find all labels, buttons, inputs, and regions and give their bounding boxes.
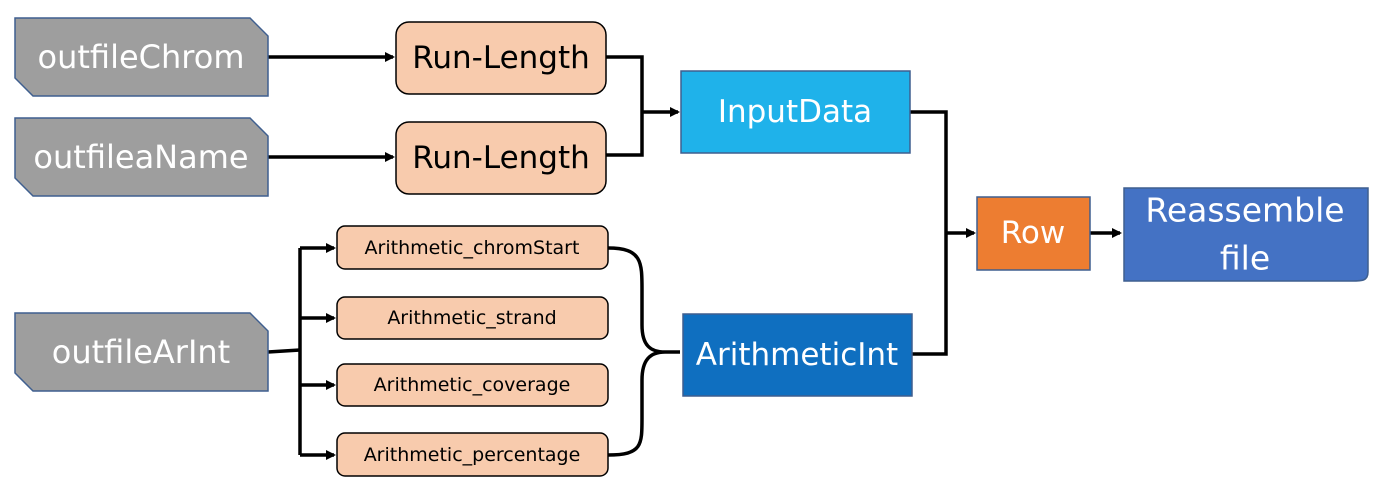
- node-row-label: Row: [1001, 215, 1065, 251]
- node-reassemble-line2: file: [1220, 239, 1270, 278]
- node-outfilechrom-label: outfileChrom: [38, 38, 245, 76]
- edges: [267, 52, 1122, 460]
- node-arith-chromstart: Arithmetic_chromStart: [336, 225, 609, 270]
- node-arith-coverage: Arithmetic_coverage: [336, 363, 609, 407]
- node-inputdata: InputData: [680, 70, 911, 154]
- node-runlength-2: Run-Length: [395, 121, 607, 195]
- node-row: Row: [976, 196, 1091, 271]
- node-outfilearint-label: outfileArInt: [52, 333, 230, 371]
- node-arith-percentage-label: Arithmetic_percentage: [364, 444, 581, 466]
- node-outfilearint: outfileArInt: [14, 312, 269, 392]
- node-outfileaname: outfileaName: [14, 117, 269, 197]
- edge-outfilearint-trunk: [267, 348, 301, 354]
- node-outfilechrom: outfileChrom: [14, 17, 269, 97]
- edge-inputdata-arithmeticint-merge: [910, 110, 948, 356]
- node-arith-strand: Arithmetic_strand: [336, 296, 609, 340]
- node-arith-strand-label: Arithmetic_strand: [387, 307, 556, 329]
- node-runlength-1: Run-Length: [395, 21, 607, 95]
- node-runlength-2-label: Run-Length: [412, 140, 590, 176]
- node-arith-coverage-label: Arithmetic_coverage: [374, 374, 571, 396]
- node-reassemble-line1: Reassemble: [1145, 191, 1344, 230]
- node-runlength-1-label: Run-Length: [412, 40, 590, 76]
- node-inputdata-label: InputData: [718, 94, 872, 130]
- node-arith-chromstart-label: Arithmetic_chromStart: [365, 237, 580, 259]
- node-arithmeticint: ArithmeticInt: [682, 313, 913, 397]
- edge-runlengths-merge-to-inputdata: [606, 55, 644, 157]
- node-arithmeticint-label: ArithmeticInt: [696, 337, 898, 373]
- node-outfileaname-label: outfileaName: [33, 138, 248, 176]
- node-arith-percentage: Arithmetic_percentage: [336, 432, 609, 477]
- arith-curly-brace: [607, 246, 666, 457]
- node-reassemble-file: Reassemble file: [1123, 187, 1369, 282]
